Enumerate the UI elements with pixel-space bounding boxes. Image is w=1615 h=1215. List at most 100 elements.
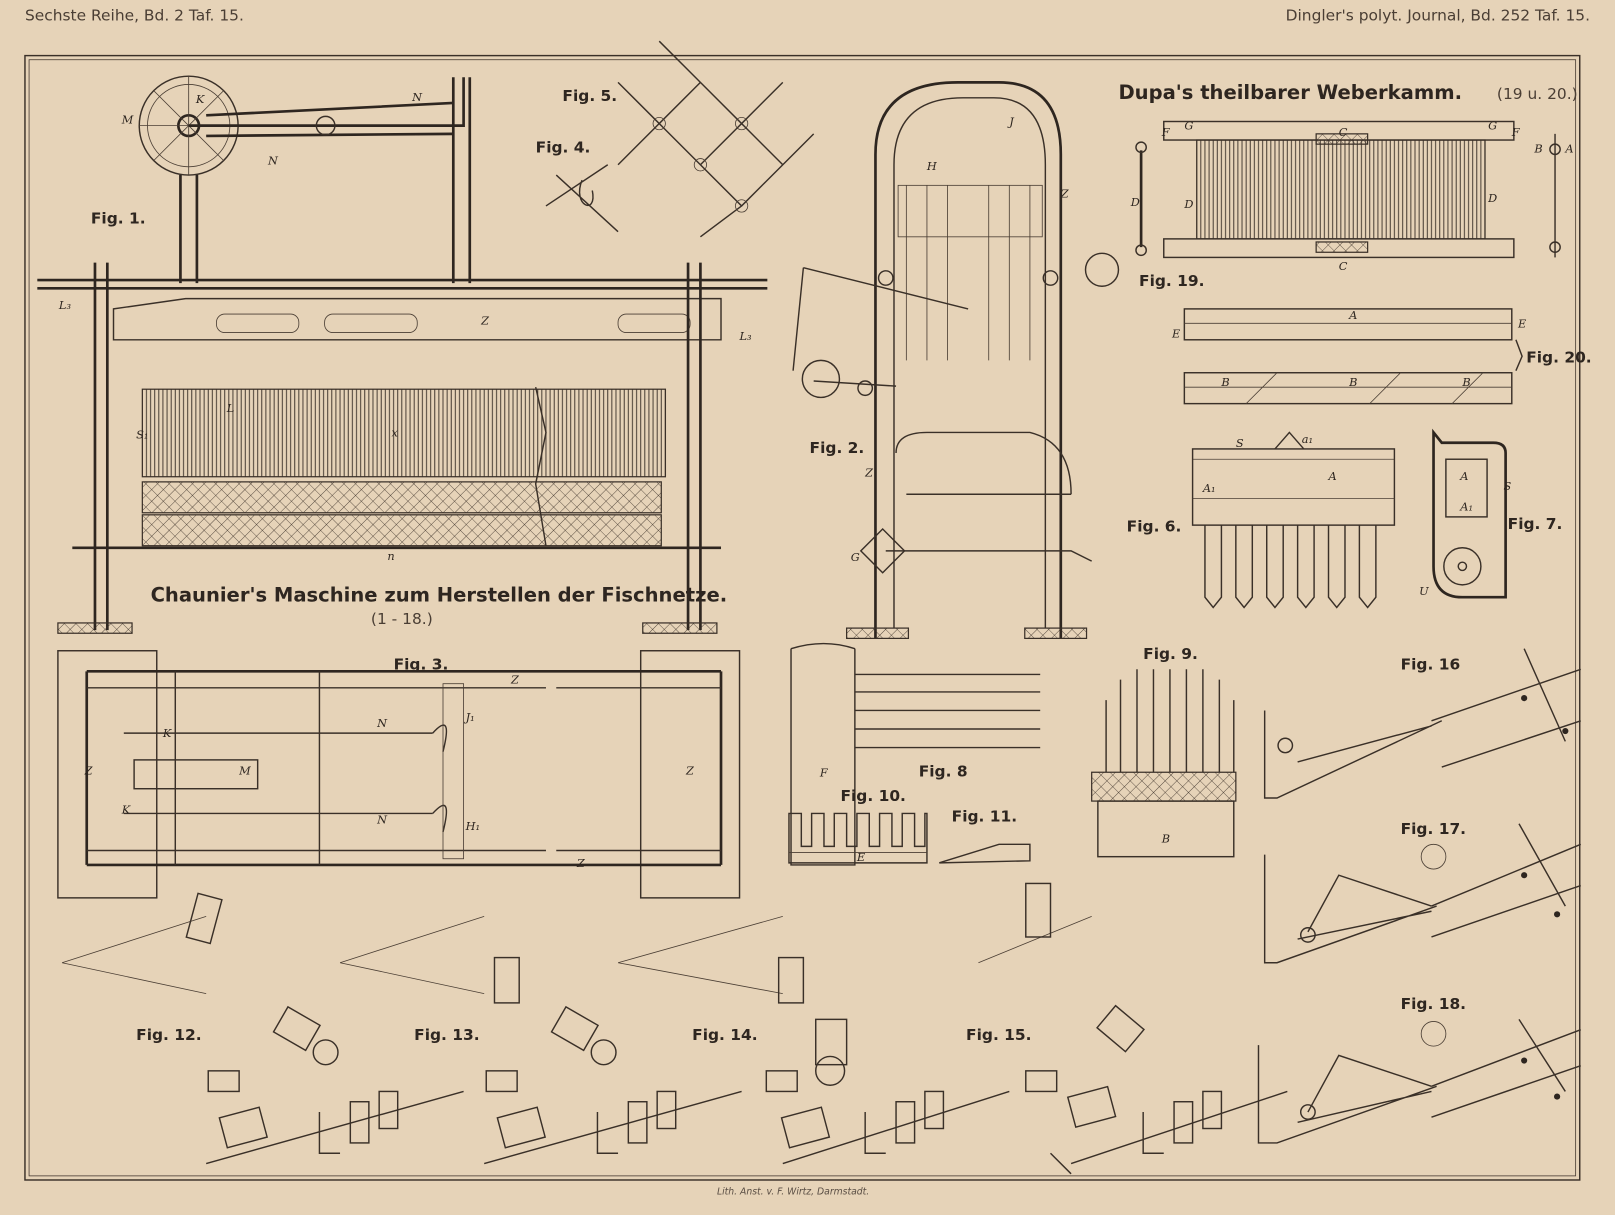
svg-text:C: C (1339, 125, 1348, 139)
svg-text:N: N (267, 154, 279, 168)
fig-10-label: Fig. 10. (840, 787, 905, 805)
fig-11-piece (939, 843, 1031, 864)
fig-17-label: Fig. 17. (1401, 820, 1466, 838)
svg-text:J₁: J₁ (464, 710, 475, 724)
svg-text:D: D (1183, 197, 1193, 211)
fig-7-section: A A₁ S U (1419, 428, 1512, 599)
fig-16-drawing (1263, 648, 1582, 799)
svg-text:L₃: L₃ (739, 329, 753, 343)
svg-text:D: D (1130, 195, 1140, 209)
fig-1-machine: M K N N Z L x n L₃ L₃ S₁ (37, 75, 768, 634)
fig-5-label: Fig. 5. (562, 87, 617, 105)
svg-text:F: F (819, 765, 829, 779)
fig-18-label: Fig. 18. (1401, 995, 1466, 1013)
svg-text:H₁: H₁ (465, 819, 480, 833)
fig-13-label: Fig. 13. (414, 1026, 479, 1044)
svg-text:E: E (1517, 316, 1527, 330)
svg-text:F: F (1161, 125, 1171, 139)
svg-text:Z: Z (576, 856, 586, 870)
svg-text:A₁: A₁ (1202, 481, 1216, 495)
svg-text:S₁: S₁ (136, 428, 148, 442)
svg-text:B: B (1161, 831, 1170, 845)
dupa-title: Dupa's theilbarer Weberkamm. (1118, 81, 1462, 104)
svg-text:G: G (1184, 119, 1193, 133)
svg-text:K: K (162, 726, 172, 740)
svg-text:H: H (926, 159, 938, 173)
svg-text:E: E (856, 850, 866, 864)
fig-1-label: Fig. 1. (91, 209, 146, 227)
fig-4-knot (545, 164, 619, 233)
fig-2-label: Fig. 2. (810, 439, 865, 457)
fig-18-drawing (1257, 1018, 1582, 1144)
svg-text:L: L (226, 401, 235, 415)
svg-text:J: J (1007, 115, 1015, 129)
svg-text:F: F (1511, 125, 1521, 139)
svg-text:S: S (1236, 436, 1244, 450)
fig-8-label: Fig. 8 (919, 762, 968, 780)
svg-text:A: A (1564, 141, 1573, 155)
svg-text:K: K (121, 802, 131, 816)
svg-text:n: n (387, 549, 394, 563)
fig-14-drawing (617, 916, 1010, 1165)
fig-12-15-sequence (61, 882, 1288, 1175)
chaunier-title: Chaunier's Maschine zum Herstellen der F… (151, 583, 728, 606)
fig-13-drawing (339, 916, 742, 1165)
svg-text:L₃: L₃ (58, 298, 72, 312)
svg-text:N: N (411, 90, 423, 104)
svg-text:C: C (1339, 259, 1348, 273)
fig-12-label: Fig. 12. (136, 1026, 201, 1044)
svg-text:B: B (1220, 375, 1229, 389)
chaunier-range: (1 - 18.) (371, 610, 433, 628)
svg-text:D: D (1487, 191, 1497, 205)
fig-14-label: Fig. 14. (692, 1026, 757, 1044)
header-left: Sechste Reihe, Bd. 2 Taf. 15. (25, 7, 244, 25)
svg-text:G: G (1488, 119, 1497, 133)
svg-text:Z: Z (480, 313, 490, 327)
fig-20-bars: A B B B E E (1171, 308, 1527, 405)
fig-2-side-view: Z Z G H J (792, 81, 1120, 640)
svg-text:M: M (121, 113, 134, 127)
svg-text:Z: Z (510, 673, 520, 687)
svg-text:G: G (851, 550, 860, 564)
svg-text:A: A (1328, 469, 1337, 483)
header-right: Dingler's polyt. Journal, Bd. 252 Taf. 1… (1286, 7, 1590, 25)
svg-text:B: B (1461, 375, 1470, 389)
svg-text:N: N (376, 716, 388, 730)
svg-text:Z: Z (685, 763, 695, 777)
svg-text:Z: Z (864, 466, 874, 480)
fig-8-hooks: F (790, 642, 1041, 866)
fig-15-label: Fig. 15. (966, 1026, 1031, 1044)
svg-text:B: B (1348, 375, 1357, 389)
fig-9-label: Fig. 9. (1143, 645, 1198, 663)
svg-text:A: A (1459, 469, 1468, 483)
fig-15-drawing (978, 882, 1288, 1175)
svg-text:K: K (195, 92, 205, 106)
svg-text:M: M (238, 763, 251, 777)
fig-16-18-diagrams (1257, 648, 1582, 1144)
svg-text:A₁: A₁ (1459, 500, 1473, 514)
svg-text:a₁: a₁ (1302, 432, 1313, 446)
fig-20-label: Fig. 20. (1526, 348, 1591, 366)
fig-5-net (617, 40, 815, 238)
fig-11-label: Fig. 11. (952, 808, 1017, 826)
fig-17-drawing (1263, 823, 1582, 964)
lithographer-credit: Lith. Anst. v. F. Wirtz, Darmstadt. (717, 1186, 869, 1197)
svg-text:Z: Z (1060, 187, 1070, 201)
fig-19-label: Fig. 19. (1139, 272, 1204, 290)
fig-4-label: Fig. 4. (536, 138, 591, 156)
fig-6-label: Fig. 6. (1127, 517, 1182, 535)
plate-border (24, 54, 1581, 1181)
dupa-range: (19 u. 20.) (1497, 85, 1578, 103)
svg-text:Z: Z (84, 763, 94, 777)
svg-text:E: E (1171, 327, 1181, 341)
svg-text:x: x (392, 426, 399, 440)
svg-text:N: N (376, 813, 388, 827)
fig-7-label: Fig. 7. (1508, 515, 1563, 533)
fig-16-label: Fig. 16 (1401, 655, 1461, 673)
fig-3-label: Fig. 3. (394, 655, 449, 673)
svg-text:S: S (1504, 479, 1512, 493)
svg-text:U: U (1419, 584, 1429, 598)
svg-text:A: A (1348, 308, 1357, 322)
